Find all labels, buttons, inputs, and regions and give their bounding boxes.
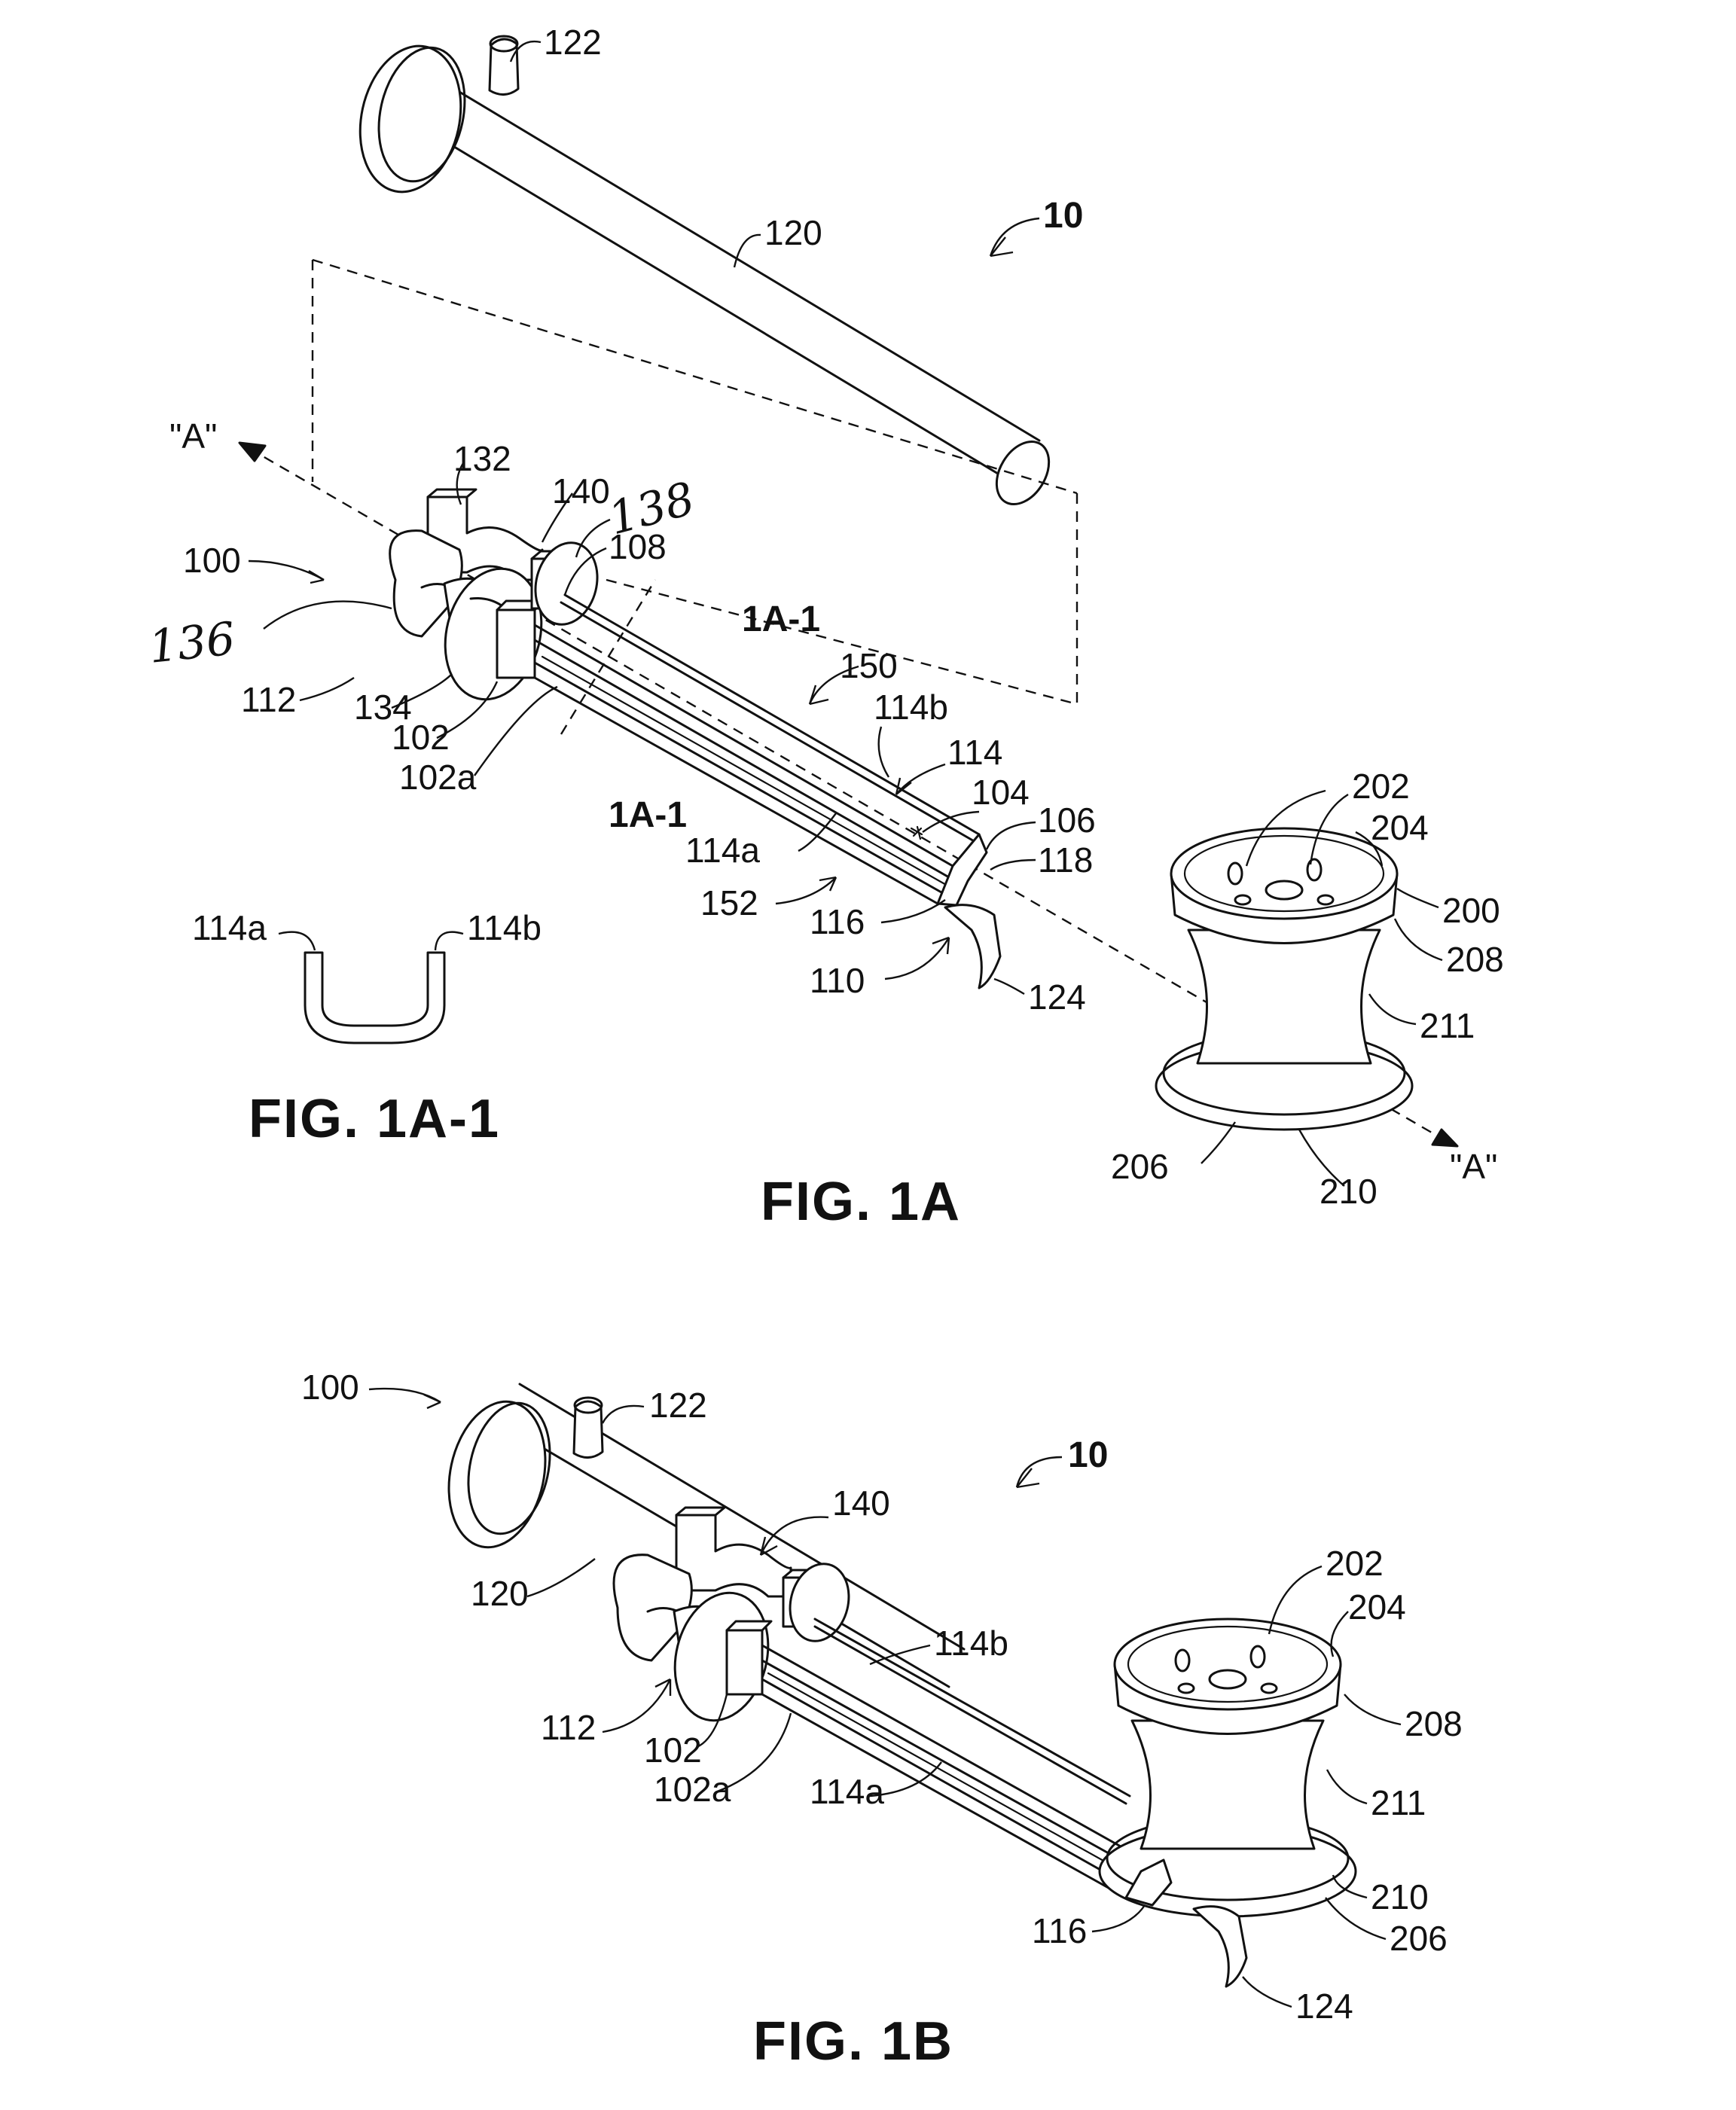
label-152: 152 [700,883,758,922]
label-114a: 114a [685,831,760,870]
label-210-b: 210 [1371,1877,1429,1916]
elongate-channel-114 [535,595,1000,988]
label-114b-section: 114b [467,908,542,947]
label-102a: 102a [399,758,477,797]
figure-caption-1a-1: FIG. 1A-1 [249,1089,500,1149]
label-211-b: 211 [1371,1783,1426,1822]
label-114b: 114b [874,688,948,727]
label-102-b: 102 [644,1730,702,1770]
label-axis-a-bottom: "A" [1450,1147,1497,1186]
label-108: 108 [609,527,667,566]
label-10: 10 [1043,196,1083,236]
label-120-b: 120 [471,1574,529,1613]
label-104: 104 [972,773,1030,812]
label-106: 106 [1038,800,1096,840]
cross-section-1a-1 [305,953,444,1043]
label-10-b: 10 [1068,1435,1108,1475]
label-112-b: 112 [541,1708,596,1747]
label-200: 200 [1442,891,1500,930]
label-112: 112 [241,680,296,719]
label-114a-section: 114a [192,908,267,947]
label-150: 150 [840,646,898,685]
label-204-b: 204 [1348,1587,1406,1627]
label-206-b: 206 [1390,1919,1448,1958]
label-122-b: 122 [649,1386,707,1425]
label-204: 204 [1371,808,1429,847]
label-208: 208 [1446,940,1504,979]
label-206: 206 [1111,1147,1169,1186]
label-116: 116 [810,902,865,941]
label-120: 120 [764,213,822,252]
label-202: 202 [1352,767,1410,806]
anchor-200 [1156,828,1412,1130]
label-section-1a-1-bottom: 1A-1 [609,795,687,835]
label-136: 136 [146,612,237,674]
label-section-1a-1-top: 1A-1 [742,599,820,639]
label-140: 140 [552,471,610,511]
label-102: 102 [392,718,450,757]
label-124-b: 124 [1295,1987,1353,2026]
label-114a-b: 114a [810,1772,884,1811]
label-114b-b: 114b [934,1624,1008,1663]
figure-caption-1a: FIG. 1A [761,1172,961,1232]
label-202-b: 202 [1326,1544,1384,1583]
label-118: 118 [1038,840,1093,880]
label-140-b: 140 [832,1483,890,1523]
label-110: 110 [810,961,865,1000]
label-208-b: 208 [1405,1704,1463,1743]
label-124: 124 [1028,977,1086,1017]
label-210: 210 [1320,1172,1378,1211]
label-122: 122 [544,23,602,62]
label-axis-a-top: "A" [169,416,217,456]
figure-caption-1b: FIG. 1B [753,2011,953,2072]
label-102a-b: 102a [654,1770,731,1809]
assembled-device-fig-1b [436,1384,1356,1987]
label-100-b: 100 [301,1368,359,1407]
label-100: 100 [183,541,241,580]
label-211: 211 [1420,1006,1475,1045]
label-114: 114 [947,733,1002,772]
label-132: 132 [453,439,511,478]
label-116-b: 116 [1032,1911,1087,1950]
